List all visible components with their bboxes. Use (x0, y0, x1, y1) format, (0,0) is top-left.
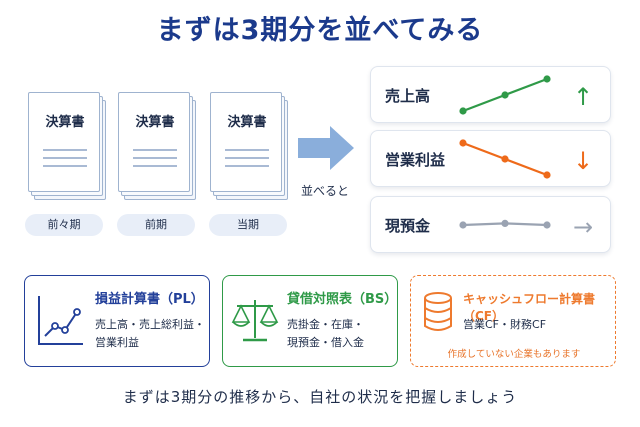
arrow-down-icon: ↓ (573, 147, 593, 175)
sparkline-point (543, 221, 551, 229)
metric-label: 営業利益 (385, 151, 446, 169)
metric-card-operating-profit: 営業利益 ↓ (370, 130, 611, 187)
metric-card-sales: 売上高 ↑ (370, 66, 611, 123)
balance-scale-icon (231, 300, 279, 342)
arrow-caption: 並べると (300, 184, 349, 198)
statement-cf-box: キャッシュフロー計算書（CF） 営業CF・財務CF 作成していない企業もあります (410, 275, 616, 367)
sparkline-point (459, 107, 467, 115)
document-stack-icon: 決算書 (28, 92, 106, 200)
coin-stack-icon (424, 292, 452, 331)
metric-sparkline: ↓ (459, 139, 593, 179)
statement-note: 作成していない企業もあります (447, 349, 581, 360)
document-current: 決算書 (210, 92, 296, 200)
statement-line: 現預金・借入金 (287, 336, 364, 349)
statement-title: キャッシュフロー計算書（CF） (463, 292, 596, 323)
footer-message: まずは3期分の推移から、自社の状況を把握しましょう (122, 388, 518, 406)
statement-title: 貸借対照表（BS） (287, 292, 398, 307)
statement-line: 営業利益 (95, 336, 139, 349)
sparkline-point (501, 219, 509, 227)
line-chart-icon (38, 296, 83, 345)
statement-pl-box: 損益計算書（PL） 売上高・売上総利益・ 営業利益 (24, 275, 210, 367)
metric-sparkline: → (459, 213, 593, 241)
statement-title: 損益計算書（PL） (95, 292, 204, 307)
sparkline-point (543, 75, 551, 83)
metric-label: 現預金 (385, 217, 431, 235)
document-stack-icon: 決算書 (118, 92, 196, 200)
period-label-previous: 前期 (117, 214, 195, 236)
arrow-right-icon: → (573, 213, 593, 241)
document-stack-icon: 決算書 (210, 92, 288, 200)
document-previous: 決算書 (118, 92, 204, 200)
document-title: 決算書 (45, 115, 85, 130)
sparkline-point (459, 221, 467, 229)
arrow-up-icon: ↑ (573, 83, 593, 111)
metric-sparkline: ↑ (459, 75, 593, 115)
sparkline-point (459, 139, 467, 147)
period-label-current: 当期 (209, 214, 287, 236)
statement-line: 売掛金・在庫・ (287, 318, 364, 331)
sparkline-point (501, 91, 509, 99)
metric-card-cash: 現預金 → (370, 196, 611, 253)
statement-line: 営業CF・財務CF (463, 318, 547, 331)
document-previous-previous: 決算書 (28, 92, 114, 200)
sparkline-point (501, 155, 509, 163)
right-arrow-icon (298, 126, 354, 170)
document-title: 決算書 (227, 115, 267, 130)
metric-label: 売上高 (385, 87, 431, 105)
page-title: まずは3期分を並べてみる (156, 15, 484, 46)
period-label-previous-previous: 前々期 (25, 214, 103, 236)
statement-line: 売上高・売上総利益・ (95, 318, 205, 331)
statement-bs-box: 貸借対照表（BS） 売掛金・在庫・ 現預金・借入金 (222, 275, 398, 367)
sparkline-point (543, 171, 551, 179)
document-title: 決算書 (135, 115, 175, 130)
